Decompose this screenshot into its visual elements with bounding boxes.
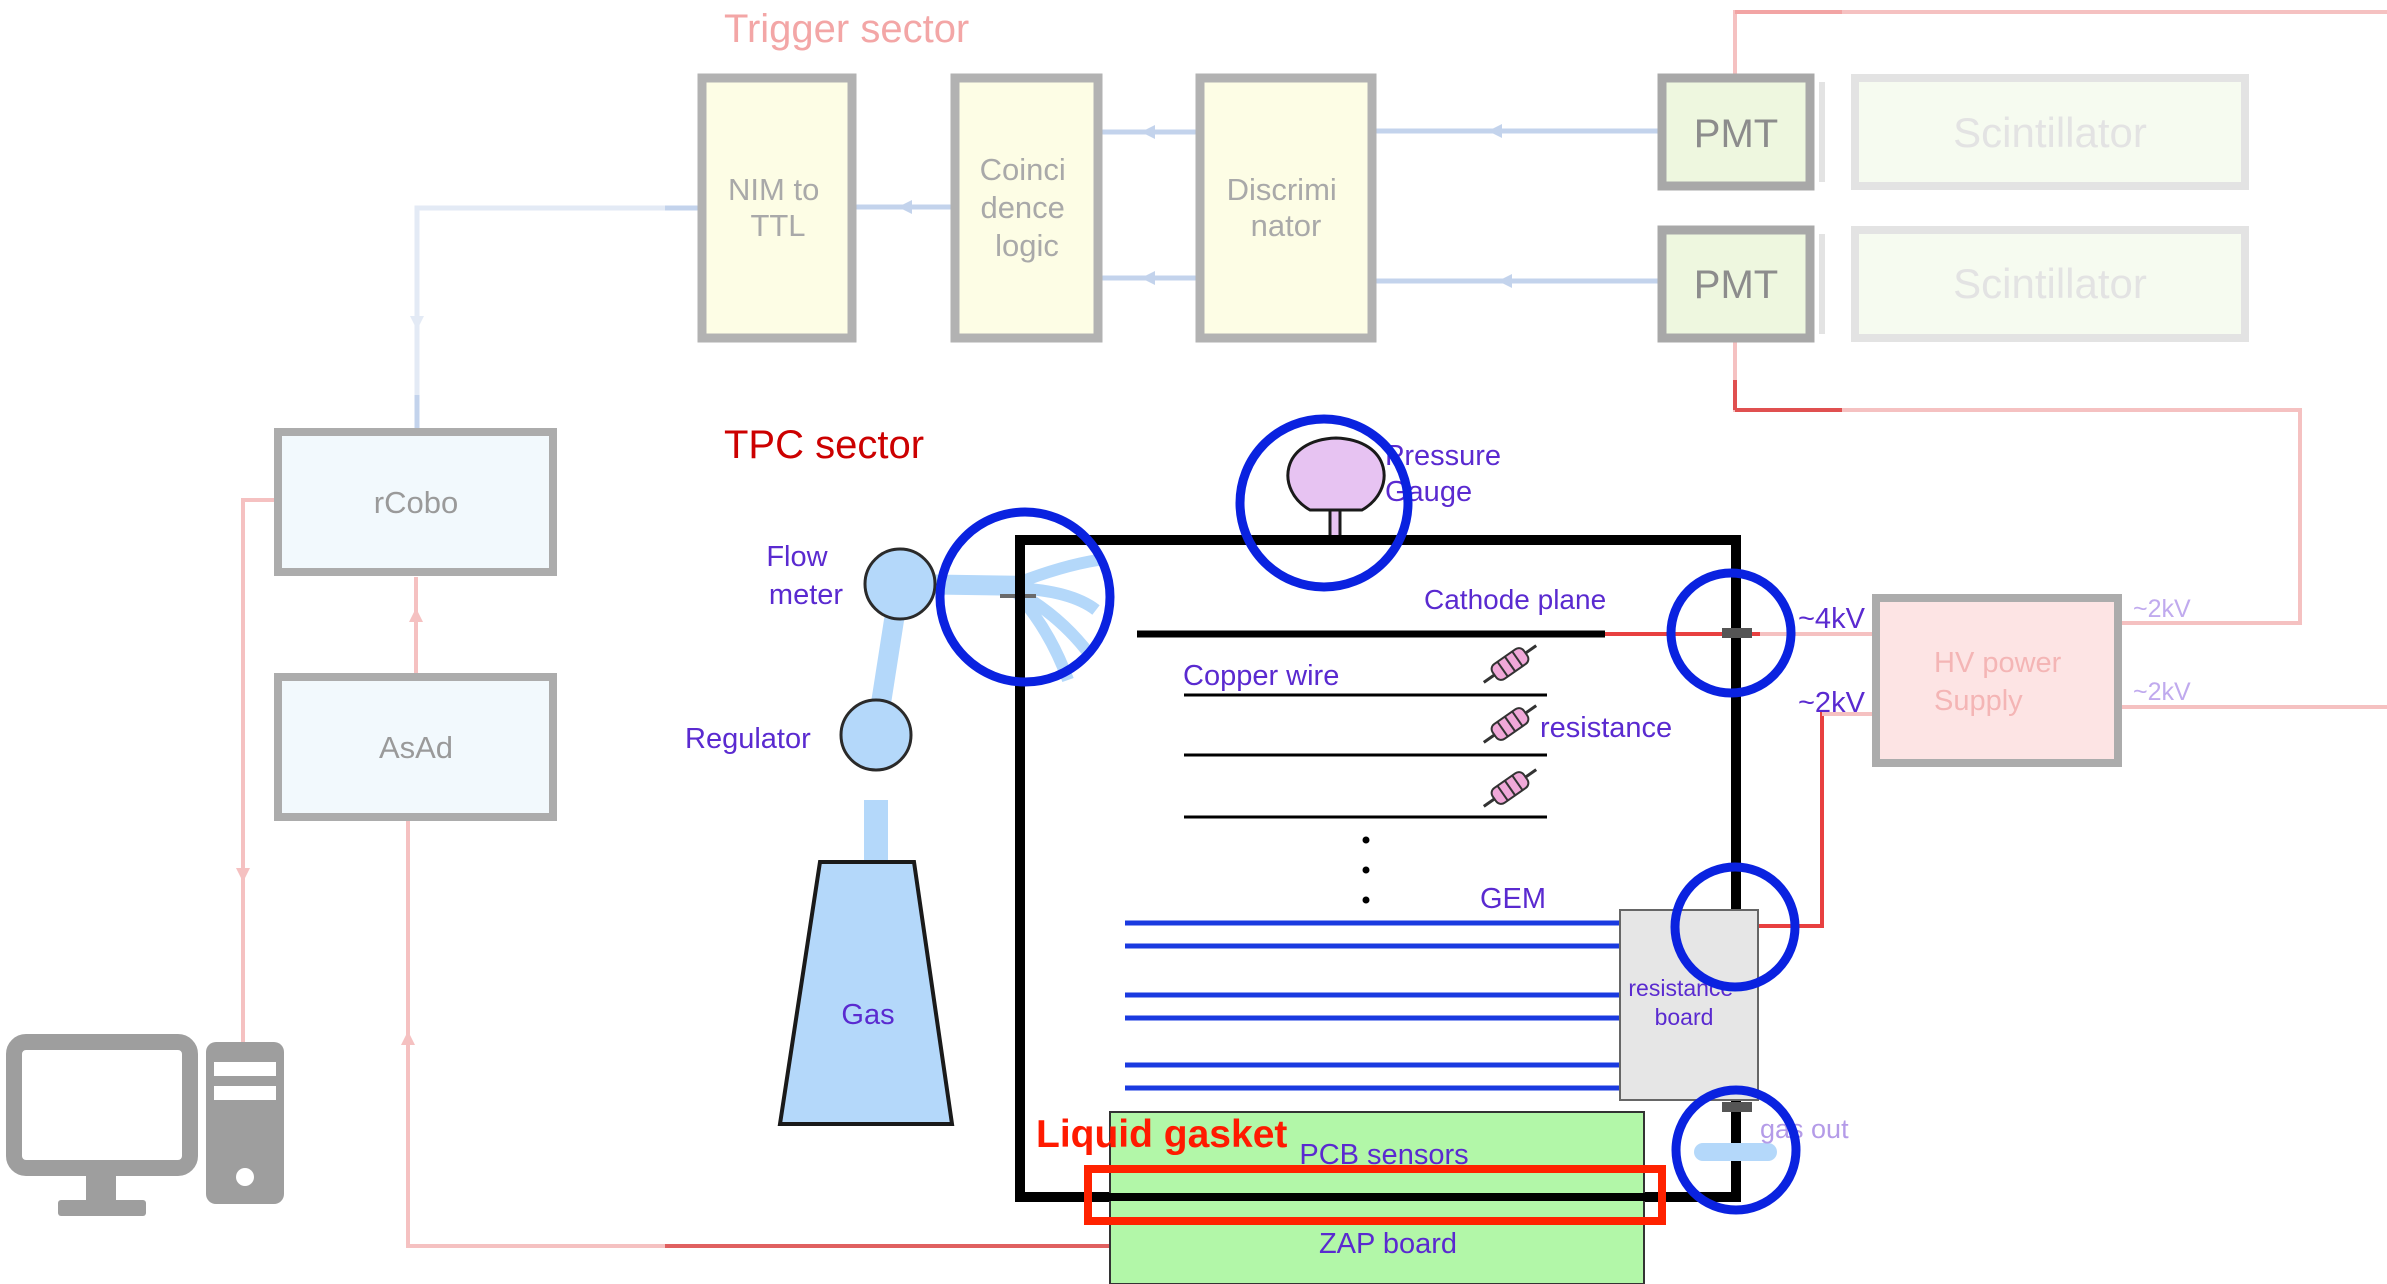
continuation-dot (1362, 836, 1370, 844)
zap-board-label: ZAP board (1319, 1228, 1457, 1260)
hv-power-supply: HV power Supply ~2kV ~2kV ~4kV ~2kV (1798, 594, 2191, 767)
discriminator-box (1195, 73, 1377, 343)
asad-label: AsAd (379, 730, 453, 765)
copper-wire-label: Copper wire (1183, 660, 1339, 692)
trigger-sector-label: Trigger sector (724, 7, 969, 51)
resistor-icon (1482, 768, 1538, 808)
flow-meter-icon (863, 547, 937, 621)
hv-2kv-label: ~2kV (1798, 687, 1866, 719)
gem-label: GEM (1480, 883, 1546, 915)
tpc-chamber: TPC sector Cathode plane Copper wire (724, 423, 1849, 1284)
cathode-plane-label: Cathode plane (1424, 584, 1606, 615)
scintillator-label-1: Scintillator (1953, 109, 2147, 156)
coincidence-logic-box (950, 73, 1103, 343)
gas-cylinder (777, 860, 955, 1126)
continuation-dot (1362, 896, 1370, 904)
gas-label: Gas (841, 999, 894, 1031)
coincidence-logic-label: Coinci dence logic (980, 152, 1075, 263)
pmt-box-2 (1657, 225, 1815, 343)
hv-4kv-label: ~4kV (1798, 603, 1866, 635)
resistor-icon (1482, 704, 1538, 744)
resistor-icon (1482, 644, 1538, 684)
hv-out-top-label: ~2kV (2133, 595, 2191, 623)
highlight-circle-pressure (1235, 414, 1413, 592)
discriminator-label: Discrimi nator (1227, 172, 1346, 243)
nim-to-ttl-label: NIM to TTL (728, 172, 828, 243)
liquid-gasket-label: Liquid gasket (1036, 1113, 1287, 1156)
scintillator-box-1 (1851, 74, 2249, 190)
flow-meter-label: Flow meter (766, 541, 843, 611)
pmt-box-1 (1657, 73, 1815, 191)
zap-board (1109, 1199, 1645, 1284)
faded-wiring (236, 10, 2387, 1248)
hv-out-bottom-label: ~2kV (2133, 678, 2191, 706)
regulator-icon (839, 698, 913, 772)
tpc-sector-label: TPC sector (724, 423, 924, 467)
pressure-gauge-icon (1286, 436, 1386, 512)
computer-icon (6, 1034, 284, 1216)
gas-out-label: gas out (1760, 1114, 1849, 1144)
hv-power-supply-label: HV power Supply (1934, 647, 2069, 717)
nim-to-ttl-box (697, 73, 857, 343)
highlight-circle-gas-inlet (935, 507, 1115, 687)
rcobo-box (274, 428, 557, 576)
daq-chain: rCobo AsAd (274, 428, 557, 821)
highlight-circles (935, 414, 1801, 1215)
resistance-label: resistance (1540, 712, 1672, 744)
continuation-dot (1362, 866, 1370, 874)
resistance-board (1619, 909, 1759, 1101)
highlight-circle-gas-out (1671, 1085, 1801, 1215)
pcb-sensors-board (1109, 1111, 1645, 1201)
hv-power-supply-box (1872, 594, 2122, 767)
scintillator-label-2: Scintillator (1953, 260, 2147, 307)
scintillator-box-2 (1851, 226, 2249, 342)
trigger-sector: Trigger sector NIM to TTL Coinci dence l… (697, 7, 2249, 343)
asad-box (274, 673, 557, 821)
rcobo-label: rCobo (374, 485, 458, 520)
liquid-gasket-outline (1084, 1165, 1666, 1225)
highlight-circle-gem-feedthrough (1670, 862, 1800, 992)
pmt-label-1: PMT (1694, 112, 1778, 156)
pmt-label-2: PMT (1694, 263, 1778, 307)
highlight-circle-cathode-feedthrough (1666, 568, 1796, 698)
regulator-label: Regulator (685, 723, 811, 755)
